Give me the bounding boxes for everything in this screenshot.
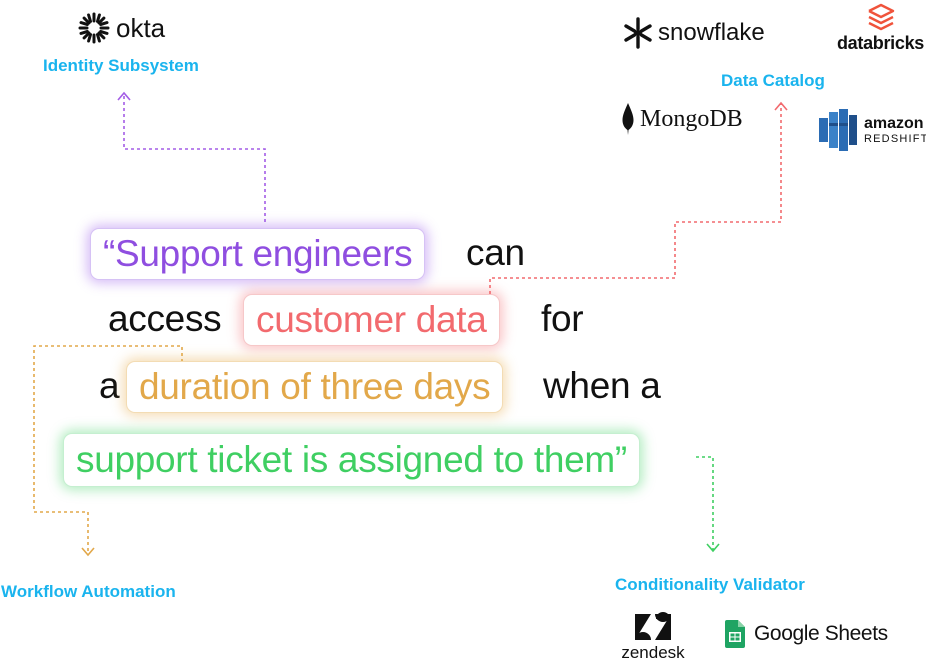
amazon-redshift-logo: amazon REDSHIFT xyxy=(818,109,926,151)
zendesk-logo: zendesk xyxy=(617,612,689,663)
word-for: for xyxy=(541,298,584,339)
amazon-wordmark: amazon xyxy=(864,114,924,132)
okta-logo: okta xyxy=(78,12,165,44)
mongodb-wordmark: MongoDB xyxy=(640,105,743,132)
databricks-wordmark: databricks xyxy=(836,33,925,53)
redshift-wordmark: REDSHIFT xyxy=(864,132,926,145)
word-when-a: when a xyxy=(543,365,661,406)
databricks-icon xyxy=(867,3,894,31)
identity-subsystem-label: Identity Subsystem xyxy=(43,56,199,75)
google-sheets-logo: Google Sheets xyxy=(725,620,888,648)
word-a: a xyxy=(99,365,120,406)
zendesk-icon xyxy=(635,612,671,640)
conditionality-validator-label: Conditionality Validator xyxy=(615,575,805,594)
identity-connector xyxy=(117,91,266,222)
snowflake-wordmark: snowflake xyxy=(658,19,765,46)
snowflake-logo: snowflake xyxy=(621,16,765,50)
snowflake-icon xyxy=(624,17,652,49)
google-sheets-icon xyxy=(725,620,745,648)
word-access: access xyxy=(108,298,222,339)
google-sheets-wordmark: Google Sheets xyxy=(754,622,888,645)
data-catalog-label: Data Catalog xyxy=(721,71,825,90)
mongodb-logo: MongoDB xyxy=(622,103,743,135)
subject-pill: “Support engineers xyxy=(90,228,426,280)
redshift-icon xyxy=(819,109,857,151)
condition-pill: support ticket is assigned to them” xyxy=(63,433,640,487)
resource-pill: customer data xyxy=(243,294,500,346)
zendesk-wordmark: zendesk xyxy=(621,643,685,662)
okta-wordmark: okta xyxy=(116,12,166,43)
databricks-logo: databricks xyxy=(833,2,926,54)
duration-pill: duration of three days xyxy=(126,361,504,413)
conditionality-connector xyxy=(696,456,720,553)
workflow-automation-label: Workflow Automation xyxy=(1,582,176,601)
word-can: can xyxy=(466,232,525,273)
mongodb-leaf-icon xyxy=(622,103,634,135)
okta-icon xyxy=(78,12,110,44)
